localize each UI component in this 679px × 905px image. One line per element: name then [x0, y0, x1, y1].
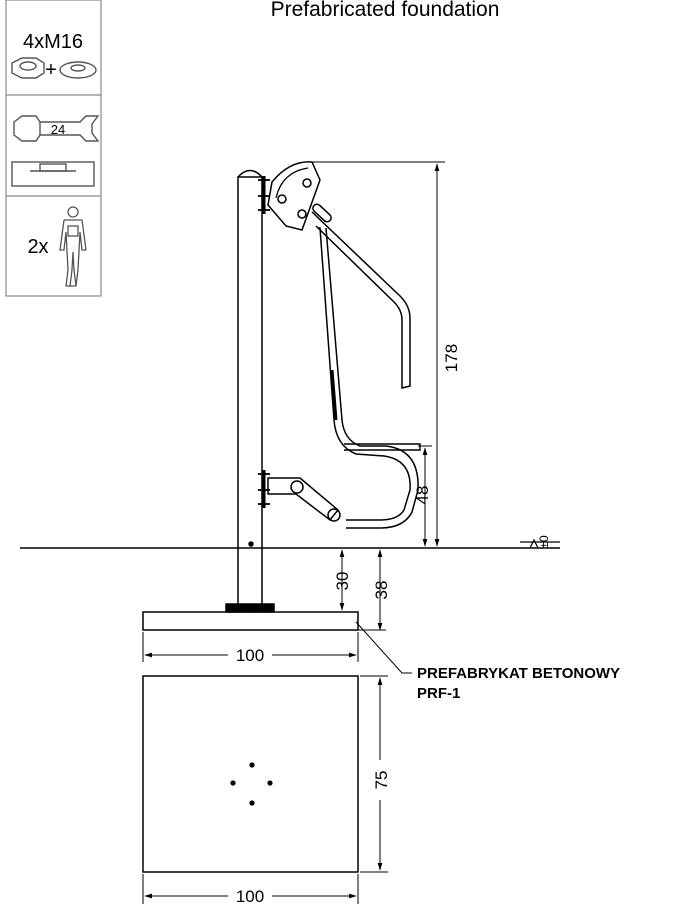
nut-icon: [11, 57, 45, 79]
seat-height-label: 48: [413, 486, 432, 505]
foundation-depth-plan-label: 75: [372, 771, 391, 790]
dimension-seat-height: [418, 445, 432, 547]
foundation-block-side: [142, 611, 359, 631]
note-line-1: PREFABRYKAT BETONOWY: [417, 665, 620, 682]
height-total-label: 178: [442, 344, 461, 372]
dimension-foundation-width-side: [142, 632, 359, 662]
spirit-level-icon: [11, 161, 95, 187]
note-line-2: PRF-1: [417, 685, 460, 702]
ground-level-label: ±0: [537, 535, 551, 549]
ground-level-symbol: [520, 538, 560, 549]
worker-icon: [59, 206, 87, 287]
anchor-holes: [230, 762, 273, 806]
wrench-size-label: 24: [51, 122, 65, 137]
bolts-label: 4xM16: [23, 31, 83, 53]
wrench-icon: [13, 115, 100, 142]
foundation-width-plan-label: 100: [236, 887, 264, 905]
dimension-height-total: [312, 161, 445, 547]
depth-bottom-label: 38: [372, 581, 391, 600]
dimension-foundation-depth-plan: [360, 675, 388, 873]
depth-top-label: 30: [333, 572, 352, 591]
washer-icon: [59, 61, 97, 79]
side-elevation: [20, 161, 560, 631]
side-panel: 4xM16 + 24 2x: [5, 0, 102, 297]
foundation-width-side-label: 100: [236, 646, 264, 665]
svg-text:+: +: [45, 59, 57, 81]
workers-label: 2x: [27, 236, 48, 258]
dimension-foundation-width-plan: [142, 874, 359, 904]
foundation-plan: [142, 675, 359, 873]
drawing-title: Prefabricated foundation: [271, 0, 500, 21]
leader-line: [355, 621, 412, 674]
